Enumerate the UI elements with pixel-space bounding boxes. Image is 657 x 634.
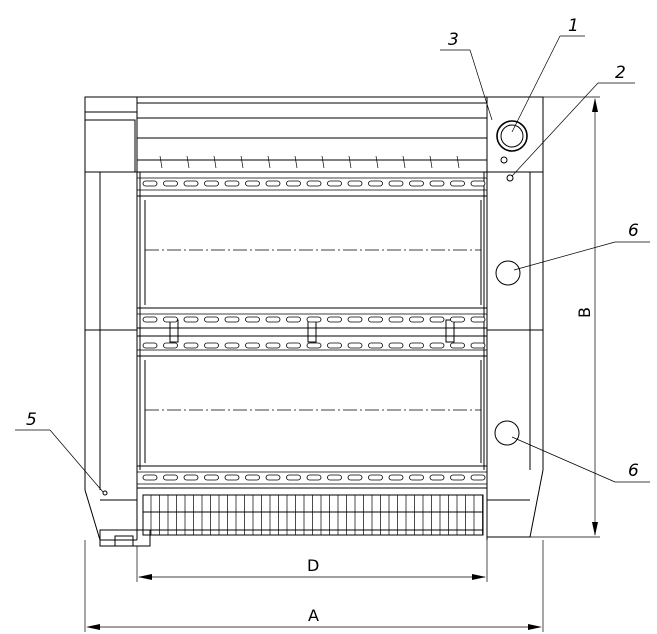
bar-slot xyxy=(183,474,199,481)
bar-slot xyxy=(347,316,363,323)
bar-slot xyxy=(347,180,363,187)
bar-slot xyxy=(306,342,322,349)
bar-slot xyxy=(450,180,465,187)
callout-2: 2 xyxy=(615,63,626,83)
switch-icon xyxy=(102,490,108,496)
feeder-clips xyxy=(137,155,487,169)
bar-slot xyxy=(163,474,178,481)
bar-slot xyxy=(265,342,281,349)
bar-slot xyxy=(388,474,404,481)
bar-slot xyxy=(286,342,301,349)
bar-slot xyxy=(142,180,158,187)
callout-leaders xyxy=(15,35,650,493)
output-tray-grid xyxy=(142,494,484,536)
bar-slot xyxy=(368,342,383,349)
bar-slot xyxy=(409,474,424,481)
bar-slot xyxy=(409,342,424,349)
bar-slot xyxy=(265,316,281,323)
bar-slot xyxy=(429,342,445,349)
bar-slot xyxy=(429,316,445,323)
bar-slot xyxy=(183,180,199,187)
slotted-bar-bottom xyxy=(136,465,488,489)
bar-slot xyxy=(163,180,178,187)
bar-slot xyxy=(224,474,240,481)
bar-slot xyxy=(470,342,486,349)
bar-slots xyxy=(142,180,486,481)
dimension-d xyxy=(136,540,488,582)
bar-slot xyxy=(450,342,465,349)
bar-slot xyxy=(286,316,301,323)
bar-slot xyxy=(224,342,240,349)
callout-3: 3 xyxy=(448,30,459,50)
bar-slot xyxy=(142,342,158,349)
bar-slot xyxy=(327,342,342,349)
bar-slot xyxy=(368,316,383,323)
dimension-d-label: D xyxy=(307,556,319,575)
bar-slot xyxy=(450,316,465,323)
slotted-bar-top xyxy=(136,171,488,197)
indicator-knob-icon xyxy=(506,174,514,182)
bar-slot xyxy=(347,474,363,481)
bar-slot xyxy=(142,316,158,323)
bar-slot xyxy=(204,474,219,481)
bar-slot xyxy=(163,316,178,323)
bar-slot xyxy=(429,474,445,481)
bar-slot xyxy=(306,180,322,187)
bar-slot xyxy=(265,180,281,187)
bar-slot xyxy=(470,180,486,187)
callout-5: 5 xyxy=(26,410,37,430)
bar-slot xyxy=(183,316,199,323)
bar-slot xyxy=(204,316,219,323)
bar-slot xyxy=(245,342,260,349)
bar-slot xyxy=(286,474,301,481)
callout-6-lower: 6 xyxy=(628,461,639,481)
bar-slot xyxy=(204,342,219,349)
bar-slot xyxy=(470,316,486,323)
port-lower-icon xyxy=(494,420,520,446)
bar-slot xyxy=(306,474,322,481)
dimension-a-label: A xyxy=(308,606,319,625)
bar-slot xyxy=(245,316,260,323)
bar-slot xyxy=(204,180,219,187)
bar-slot xyxy=(245,474,260,481)
control-dial-icon xyxy=(496,120,528,164)
bar-slot xyxy=(163,342,178,349)
bar-slot xyxy=(286,180,301,187)
bar-slot xyxy=(450,474,465,481)
roller-upper xyxy=(144,200,482,305)
bar-slot xyxy=(224,316,240,323)
bar-slot xyxy=(327,474,342,481)
dimension-a xyxy=(84,540,544,632)
bar-slot xyxy=(388,180,404,187)
bar-slot xyxy=(327,316,342,323)
slotted-bar-middle-lower xyxy=(136,335,488,357)
callout-6-upper: 6 xyxy=(628,221,639,241)
bar-slot xyxy=(388,316,404,323)
roller-lower xyxy=(144,360,482,463)
dimension-b-label: B xyxy=(575,307,594,318)
dimension-b xyxy=(530,96,600,538)
bar-slot xyxy=(224,180,240,187)
bar-slot xyxy=(368,474,383,481)
bar-slot xyxy=(470,474,486,481)
bar-slot xyxy=(429,180,445,187)
bar-slot xyxy=(409,180,424,187)
bar-slot xyxy=(368,180,383,187)
bar-slot xyxy=(327,180,342,187)
bar-slot xyxy=(306,316,322,323)
bar-slot xyxy=(142,474,158,481)
bar-slot xyxy=(388,342,404,349)
callout-1: 1 xyxy=(568,16,579,36)
bar-slot xyxy=(265,474,281,481)
bar-slot xyxy=(409,316,424,323)
port-upper-icon xyxy=(495,260,521,286)
bar-slot xyxy=(347,342,363,349)
bar-slot xyxy=(245,180,260,187)
slotted-bar-middle-upper xyxy=(136,307,488,343)
bar-slot xyxy=(183,342,199,349)
